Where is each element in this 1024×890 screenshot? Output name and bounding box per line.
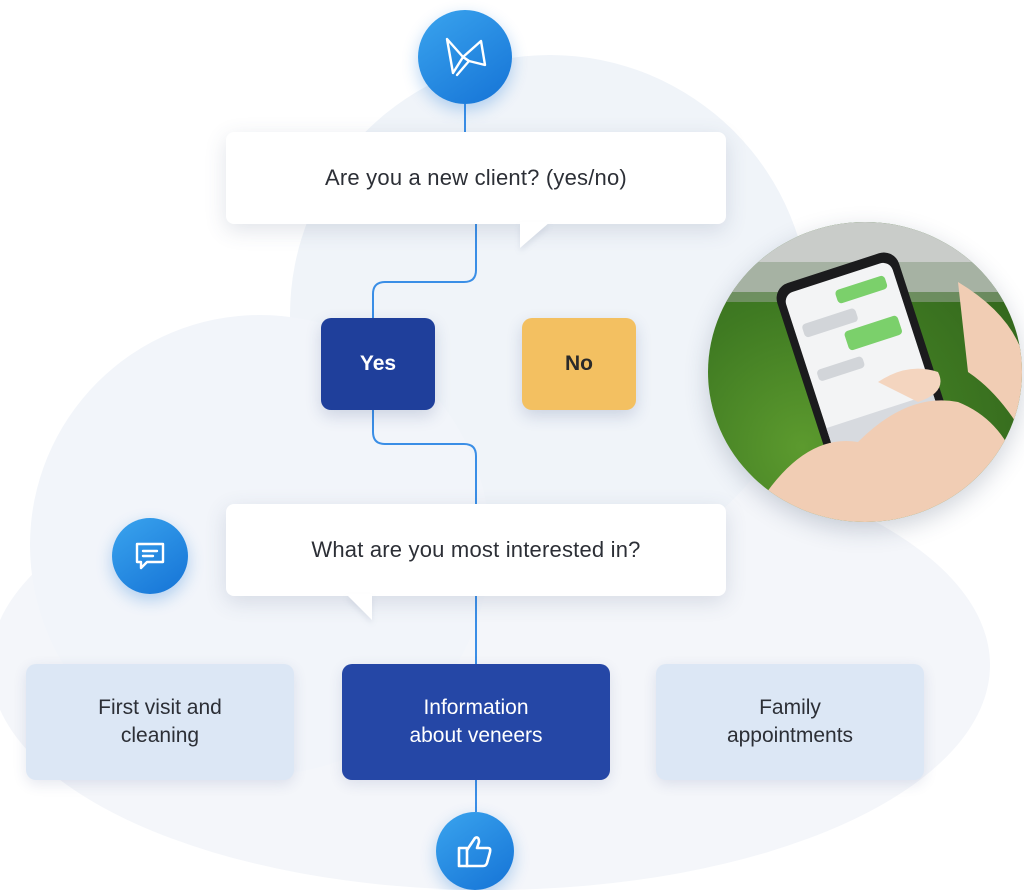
option-family-appointments[interactable]: Family appointments bbox=[656, 664, 924, 780]
yes-button[interactable]: Yes bbox=[321, 318, 435, 410]
chat-bubble-icon bbox=[112, 518, 188, 594]
option-label-line2: cleaning bbox=[120, 724, 200, 747]
question-text: What are you most interested in? bbox=[311, 537, 641, 562]
thumbs-up-icon bbox=[436, 812, 514, 890]
question-bubble-new-client: Are you a new client? (yes/no) bbox=[226, 132, 726, 224]
question-text: Are you a new client? (yes/no) bbox=[325, 165, 627, 190]
yes-label: Yes bbox=[359, 352, 397, 375]
butterfly-logo-icon bbox=[418, 10, 512, 104]
no-button[interactable]: No bbox=[522, 318, 636, 410]
option-label-line2: about veneers bbox=[409, 724, 543, 747]
option-veneers[interactable]: Information about veneers bbox=[342, 664, 610, 780]
hand-holding-phone-photo bbox=[708, 222, 1022, 522]
option-label-line2: appointments bbox=[726, 724, 854, 747]
no-label: No bbox=[565, 352, 593, 375]
option-label-line1: Family bbox=[759, 696, 821, 719]
bubble-tail bbox=[520, 222, 550, 248]
bubble-tail bbox=[346, 594, 372, 620]
option-label-line1: First visit and bbox=[98, 696, 222, 719]
option-label-line1: Information bbox=[423, 696, 529, 719]
question-bubble-interest: What are you most interested in? bbox=[226, 504, 726, 596]
option-first-visit[interactable]: First visit and cleaning bbox=[26, 664, 294, 780]
